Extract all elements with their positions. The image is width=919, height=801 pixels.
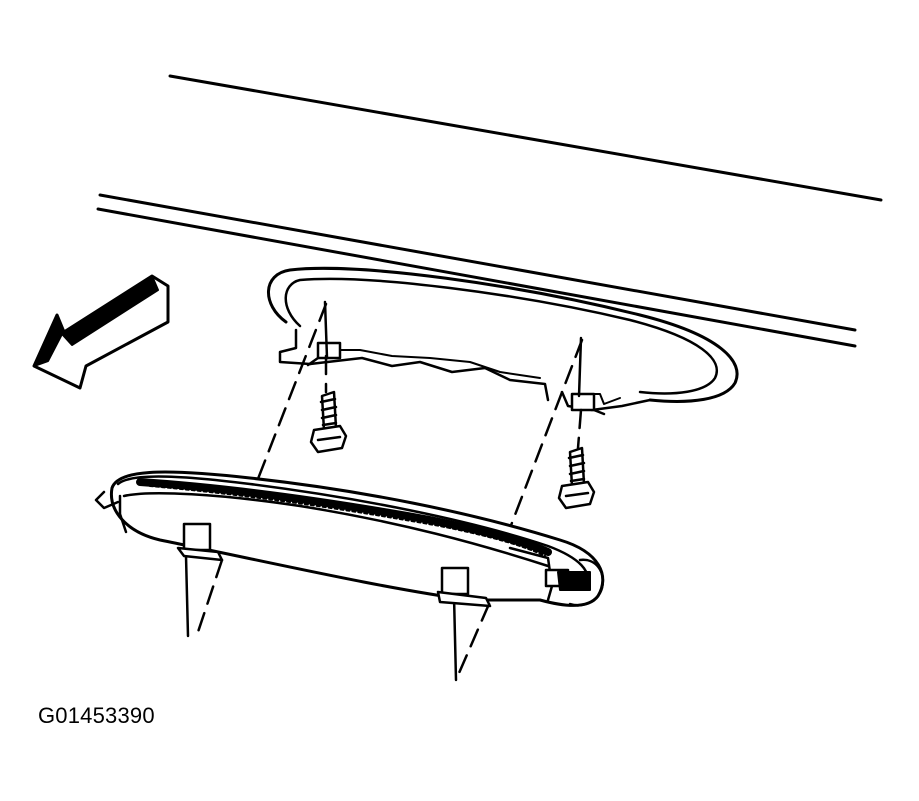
bolt-left (309, 390, 348, 454)
bolt-right (557, 446, 596, 510)
alignment-lines (194, 302, 584, 682)
lamp-assembly (94, 470, 605, 608)
figure-code: G01453390 (38, 703, 155, 728)
alignment-lines-solid (184, 300, 583, 682)
mounting-opening (267, 266, 739, 412)
body-panel-lines (96, 74, 883, 348)
direction-arrow-icon (32, 274, 170, 390)
opening-nut-clips (306, 341, 606, 416)
